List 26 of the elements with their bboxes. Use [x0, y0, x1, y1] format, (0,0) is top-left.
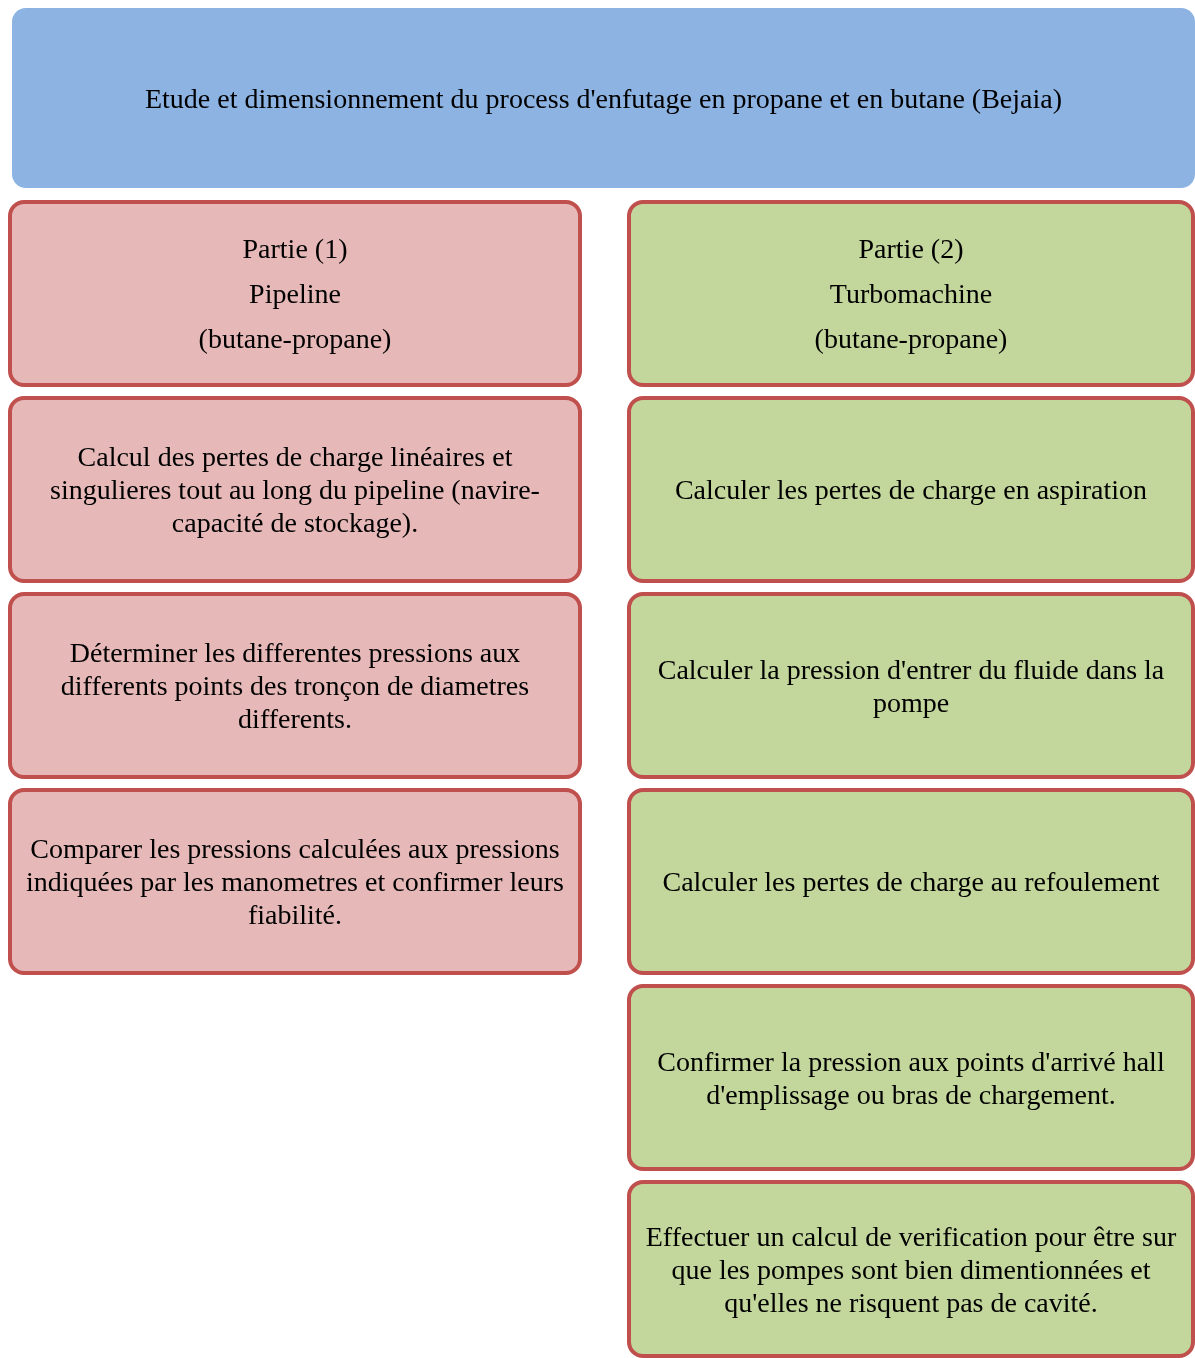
task-box — [627, 984, 1195, 1171]
part-box — [8, 396, 582, 583]
heading-line: (butane-propane) — [198, 322, 392, 355]
box-text: Comparer les pressions calculées aux pressions indiquées par les manometres et confirmer leurs fiabilité. — [25, 832, 565, 931]
heading-line: Partie (2) — [858, 232, 964, 265]
task-box — [627, 1180, 1195, 1358]
box-text: Calculer la pression d'entrer du fluide dans la pompe — [656, 652, 1166, 719]
part-box — [8, 200, 582, 387]
box-text: Calculer les pertes de charge au refoulement — [662, 865, 1160, 898]
heading-line: Pipeline — [249, 277, 341, 310]
task-box — [627, 200, 1195, 387]
box-text: Effectuer un calcul de verification pour être sur que les pompes sont bien dimentionnées et qu'elles ne risquent pas de cavité. — [644, 1219, 1178, 1319]
part-box — [8, 592, 582, 779]
box-text: Confirmer la pression aux points d'arrivé hall d'emplissage ou bras de chargement. — [656, 1044, 1166, 1111]
heading-line: (butane-propane) — [814, 322, 1008, 355]
heading-line: Partie (1) — [242, 232, 348, 265]
heading-line: Turbomachine — [829, 277, 993, 310]
task-box — [627, 592, 1195, 779]
box-text: Etude et dimensionnement du process d'enfutage en propane et en butane (Bejaia) — [144, 81, 1062, 115]
task-box — [627, 396, 1195, 583]
title-banner — [12, 8, 1195, 188]
task-box — [627, 788, 1195, 975]
box-text: Calcul des pertes de charge linéaires et singulieres tout au long du pipeline (navire-capacité de stockage). — [49, 440, 541, 539]
part-box — [8, 788, 582, 975]
box-text: Déterminer les differentes pressions aux differents points des tronçon de diametres differents. — [59, 636, 531, 735]
box-text: Calculer les pertes de charge en aspiration — [674, 473, 1148, 506]
